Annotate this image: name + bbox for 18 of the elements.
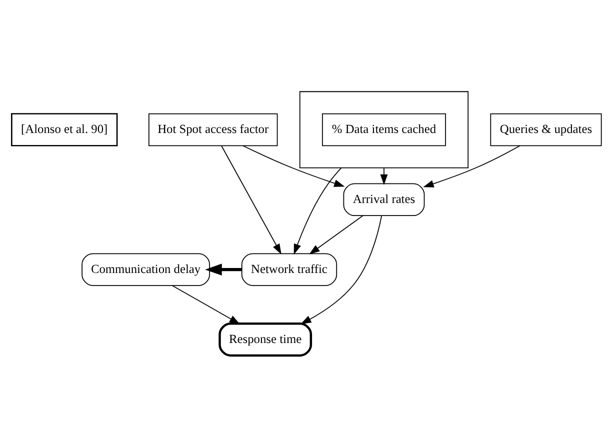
arrow xyxy=(309,214,364,254)
arrow xyxy=(423,144,520,187)
arrow xyxy=(221,144,282,254)
arrow xyxy=(172,284,240,324)
arrow xyxy=(294,166,342,254)
arrow xyxy=(300,214,382,324)
node-box: Communication delay xyxy=(82,252,210,286)
node-box: % Data items cached xyxy=(322,112,446,146)
node-box: Queries & updates xyxy=(490,112,602,146)
node-box: Network traffic xyxy=(241,252,338,286)
arrow xyxy=(242,144,345,186)
cluster xyxy=(299,90,469,168)
arrow xyxy=(380,166,388,184)
node-box: Response time xyxy=(218,322,312,356)
node-box: [Alonso et al. 90] xyxy=(11,112,118,146)
node-box: Arrival rates xyxy=(343,182,425,216)
node-box: Hot Spot access factor xyxy=(148,112,278,146)
arrow xyxy=(205,263,242,275)
